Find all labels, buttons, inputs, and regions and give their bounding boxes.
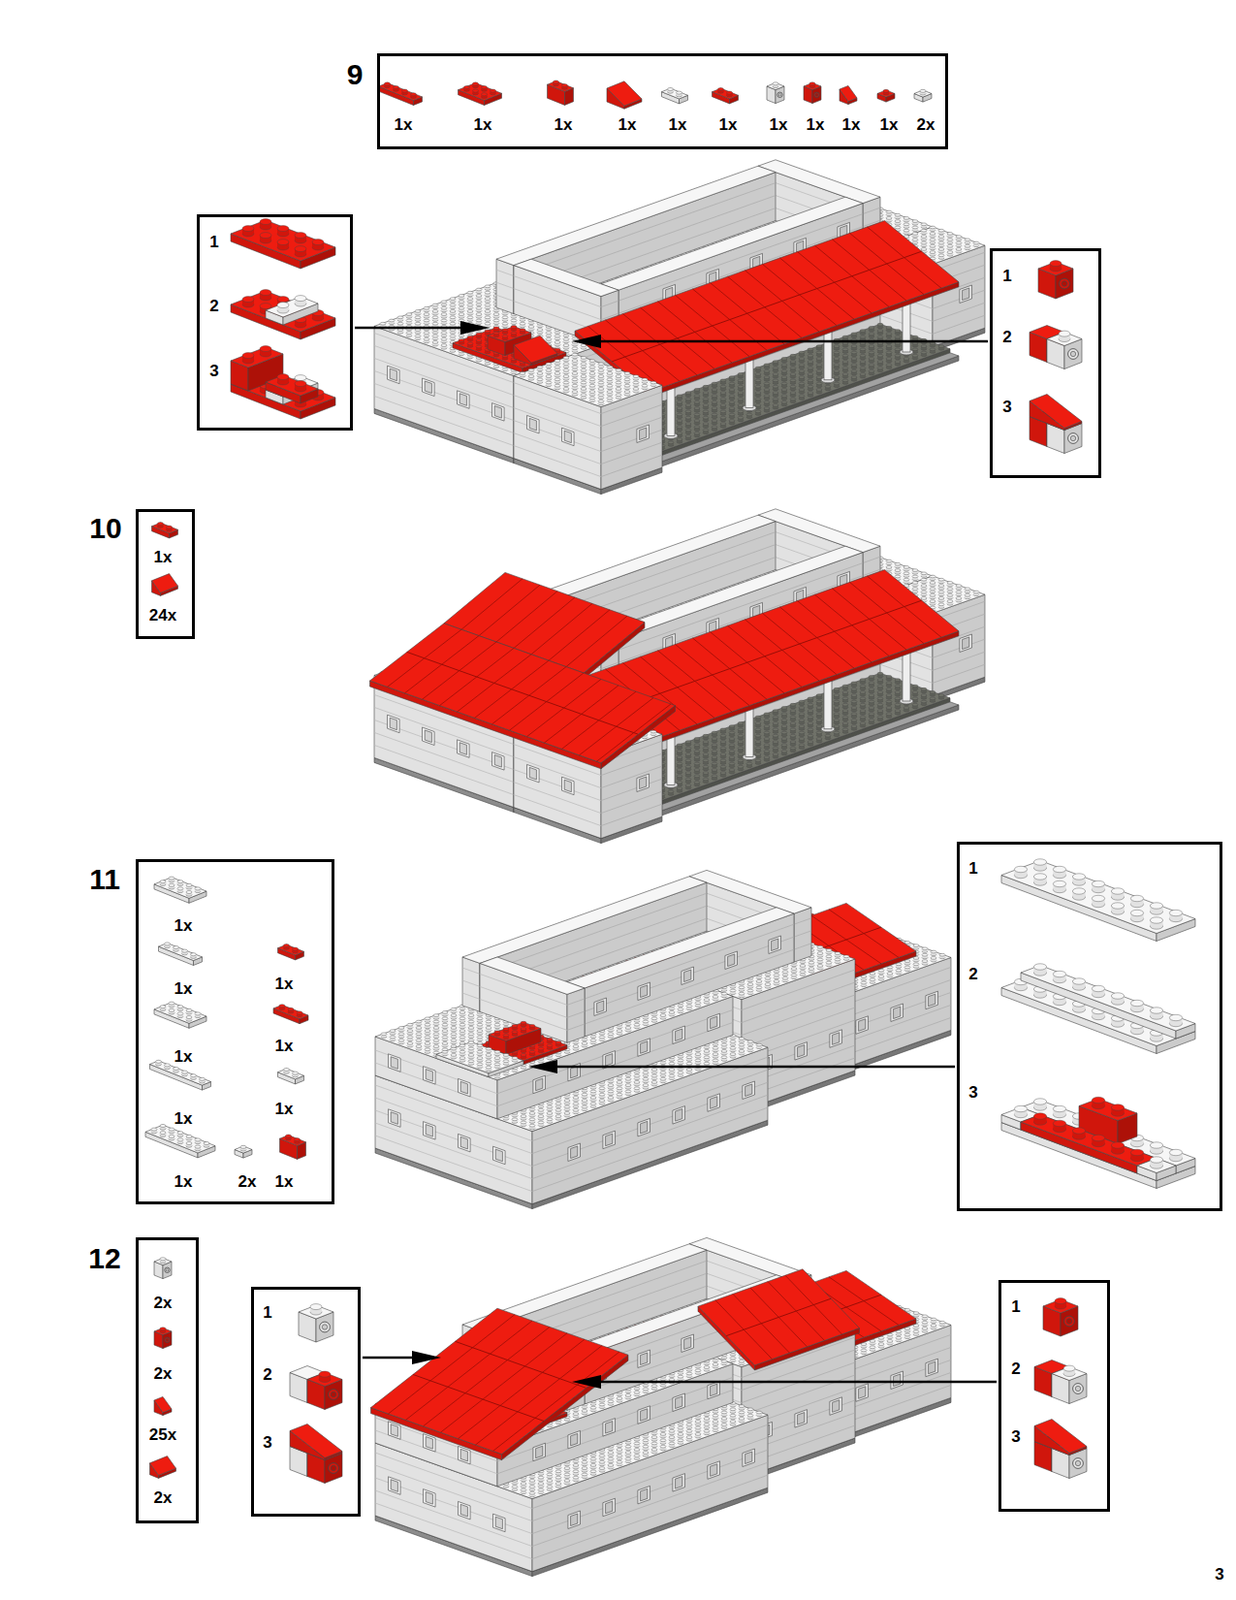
stud [467, 316, 474, 319]
stud [449, 310, 456, 314]
window [459, 393, 467, 407]
stud [894, 213, 901, 217]
stud [441, 318, 447, 322]
stud [423, 331, 430, 335]
stud [432, 321, 439, 325]
stud [449, 334, 456, 338]
stud [432, 316, 439, 319]
stud [441, 300, 447, 304]
stud [493, 313, 500, 317]
stud [502, 316, 508, 319]
stud [484, 303, 491, 307]
model-illustrations [370, 159, 986, 1577]
stud [414, 321, 421, 325]
stud [441, 331, 447, 335]
stud [423, 318, 430, 322]
stud [903, 217, 910, 221]
stud [510, 318, 517, 322]
stud [406, 331, 412, 335]
stud [432, 334, 439, 338]
stud [493, 318, 500, 322]
stud [475, 300, 482, 304]
stud [449, 297, 456, 301]
stud [484, 297, 491, 301]
stud [484, 285, 491, 288]
stud [484, 290, 491, 294]
stud [467, 290, 474, 294]
stud [458, 313, 465, 317]
stud [484, 310, 491, 314]
stud [397, 316, 404, 319]
stud [441, 306, 447, 310]
stud [528, 325, 535, 329]
stud [537, 328, 543, 332]
stud [554, 334, 561, 338]
stud [432, 341, 439, 345]
stud [414, 310, 421, 314]
stud [475, 318, 482, 322]
stud [432, 310, 439, 314]
stud [458, 306, 465, 310]
stud [545, 331, 552, 335]
stud [441, 313, 447, 317]
stud [886, 217, 892, 221]
stud [475, 294, 482, 298]
stud [545, 337, 552, 341]
window [424, 380, 432, 394]
stud [406, 318, 412, 322]
stud [458, 294, 465, 298]
stud [423, 306, 430, 310]
stud [423, 313, 430, 317]
stud [502, 321, 508, 325]
stud [414, 316, 421, 319]
stud [397, 321, 404, 325]
stud [441, 344, 447, 348]
stud [886, 210, 892, 214]
stud [432, 303, 439, 307]
stud [449, 316, 456, 319]
stud [475, 306, 482, 310]
stud [423, 337, 430, 341]
stud [519, 321, 526, 325]
stud [467, 303, 474, 307]
stud [449, 303, 456, 307]
stud [467, 297, 474, 301]
stud [894, 220, 901, 223]
stud [467, 310, 474, 314]
stud [441, 337, 447, 341]
window [494, 406, 502, 419]
stud [406, 313, 412, 317]
stud [484, 321, 491, 325]
stud [484, 316, 491, 319]
stud [388, 318, 395, 322]
stud [380, 321, 386, 325]
stud [449, 321, 456, 325]
stud [475, 313, 482, 317]
window [389, 368, 397, 381]
stud [475, 287, 482, 291]
stud [414, 334, 421, 338]
stud [458, 300, 465, 304]
